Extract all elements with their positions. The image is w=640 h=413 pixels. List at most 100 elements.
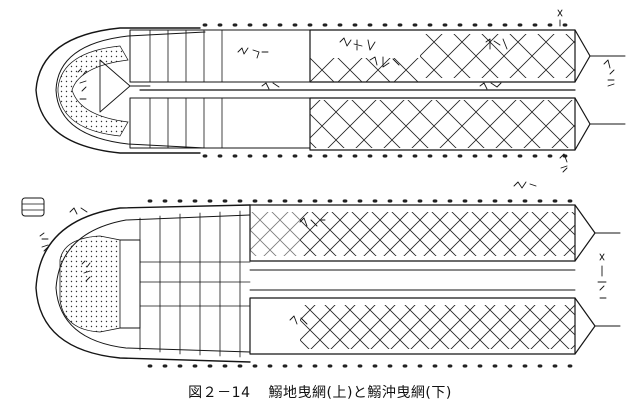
float-mark bbox=[342, 199, 348, 203]
float-mark bbox=[372, 364, 378, 368]
float-mark bbox=[322, 154, 328, 158]
float-mark bbox=[357, 199, 363, 203]
float-mark bbox=[352, 154, 358, 158]
float-mark bbox=[252, 199, 258, 203]
float-mark bbox=[147, 364, 153, 368]
float-mark bbox=[537, 199, 543, 203]
float-mark bbox=[552, 364, 558, 368]
float-mark bbox=[217, 154, 223, 158]
float-mark bbox=[147, 199, 153, 203]
float-mark bbox=[217, 23, 223, 27]
float-mark bbox=[297, 364, 303, 368]
float-mark bbox=[507, 199, 513, 203]
float-mark bbox=[277, 23, 283, 27]
float-mark bbox=[462, 364, 468, 368]
float-mark bbox=[492, 364, 498, 368]
float-mark bbox=[412, 154, 418, 158]
float-mark bbox=[292, 154, 298, 158]
float-mark bbox=[162, 364, 168, 368]
float-mark bbox=[457, 23, 463, 27]
float-mark bbox=[282, 364, 288, 368]
float-mark bbox=[397, 154, 403, 158]
float-mark bbox=[352, 23, 358, 27]
float-mark bbox=[442, 23, 448, 27]
float-mark bbox=[487, 23, 493, 27]
float-mark bbox=[487, 154, 493, 158]
float-mark bbox=[432, 199, 438, 203]
float-mark bbox=[517, 154, 523, 158]
float-mark bbox=[247, 23, 253, 27]
float-mark bbox=[387, 364, 393, 368]
float-mark bbox=[382, 23, 388, 27]
float-mark bbox=[417, 199, 423, 203]
float-mark bbox=[537, 364, 543, 368]
float-mark bbox=[522, 199, 528, 203]
float-mark bbox=[387, 199, 393, 203]
float-mark bbox=[192, 199, 198, 203]
float-mark bbox=[237, 364, 243, 368]
float-mark bbox=[412, 23, 418, 27]
float-mark bbox=[447, 199, 453, 203]
float-mark bbox=[162, 199, 168, 203]
float-mark bbox=[207, 199, 213, 203]
float-mark bbox=[237, 199, 243, 203]
float-mark bbox=[402, 364, 408, 368]
float-mark bbox=[277, 154, 283, 158]
figure-title: 鰯地曳網(上)と鰯沖曳網(下) bbox=[268, 385, 452, 401]
float-mark bbox=[532, 154, 538, 158]
ground-seine-net-drawing bbox=[35, 9, 626, 189]
float-mark bbox=[532, 23, 538, 27]
figure-number: 図２－14 bbox=[188, 385, 251, 401]
float-mark bbox=[457, 154, 463, 158]
float-mark bbox=[547, 23, 553, 27]
float-mark bbox=[462, 199, 468, 203]
float-mark bbox=[202, 154, 208, 158]
float-mark bbox=[502, 23, 508, 27]
float-mark bbox=[192, 364, 198, 368]
float-mark bbox=[367, 154, 373, 158]
float-mark bbox=[562, 23, 568, 27]
offshore-seine-net-drawing bbox=[21, 197, 621, 368]
float-mark bbox=[552, 199, 558, 203]
float-mark bbox=[312, 364, 318, 368]
float-mark bbox=[432, 364, 438, 368]
float-mark bbox=[232, 154, 238, 158]
float-mark bbox=[427, 23, 433, 27]
float-mark bbox=[502, 154, 508, 158]
float-mark bbox=[322, 23, 328, 27]
float-mark bbox=[337, 23, 343, 27]
float-mark bbox=[327, 199, 333, 203]
float-mark bbox=[477, 199, 483, 203]
figure-caption: 図２－14 鰯地曳網(上)と鰯沖曳網(下) bbox=[0, 382, 640, 402]
float-mark bbox=[427, 154, 433, 158]
float-mark bbox=[307, 23, 313, 27]
float-mark bbox=[222, 364, 228, 368]
float-mark bbox=[327, 364, 333, 368]
float-mark bbox=[262, 23, 268, 27]
float-mark bbox=[177, 364, 183, 368]
float-mark bbox=[232, 23, 238, 27]
float-mark bbox=[357, 364, 363, 368]
float-mark bbox=[177, 199, 183, 203]
float-mark bbox=[282, 199, 288, 203]
float-mark bbox=[477, 364, 483, 368]
float-mark bbox=[312, 199, 318, 203]
float-mark bbox=[267, 199, 273, 203]
float-mark bbox=[267, 364, 273, 368]
float-mark bbox=[507, 364, 513, 368]
float-mark bbox=[517, 23, 523, 27]
float-mark bbox=[522, 364, 528, 368]
float-mark bbox=[367, 23, 373, 27]
float-mark bbox=[447, 364, 453, 368]
float-mark bbox=[472, 23, 478, 27]
float-mark bbox=[442, 154, 448, 158]
float-mark bbox=[207, 364, 213, 368]
float-mark bbox=[492, 199, 498, 203]
float-mark bbox=[417, 364, 423, 368]
float-mark bbox=[252, 364, 258, 368]
float-mark bbox=[567, 199, 573, 203]
float-mark bbox=[297, 199, 303, 203]
float-mark bbox=[307, 154, 313, 158]
float-mark bbox=[262, 154, 268, 158]
